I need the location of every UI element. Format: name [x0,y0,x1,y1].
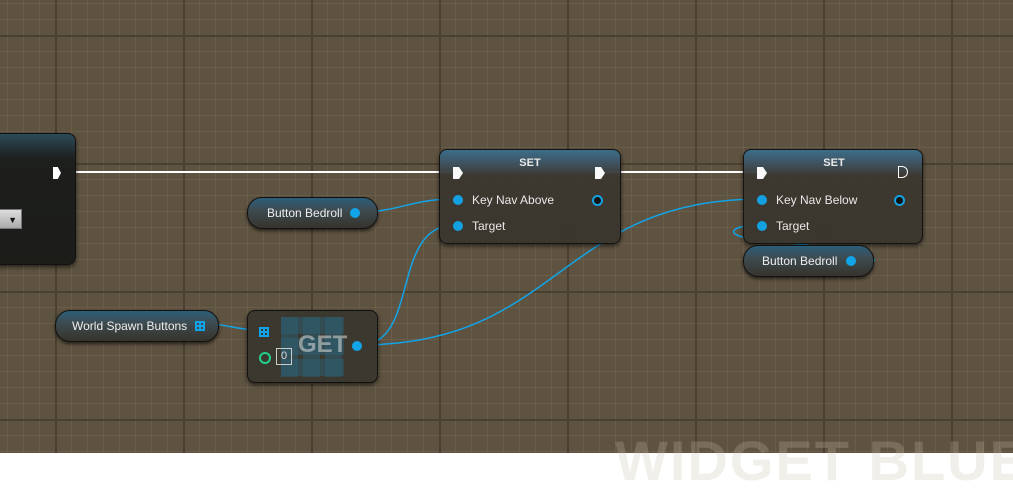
exec-out-pin[interactable] [595,167,605,179]
pin-label: Key Nav Above [472,193,555,207]
set-key-nav-below-node[interactable]: SET Key Nav Below Target [743,149,923,244]
set-key-nav-above-node[interactable]: SET Key Nav Above Target [439,149,621,244]
exec-out-pin-unconnected[interactable] [898,166,908,178]
button-bedroll-variable[interactable]: Button Bedroll [247,197,378,229]
array-get-node[interactable]: GET 0 [247,310,378,383]
button-bedroll-variable-2[interactable]: Button Bedroll [743,245,874,277]
node-title: SET [519,157,541,169]
target-pin[interactable] [453,221,463,231]
output-pin[interactable] [350,208,360,218]
dropdown[interactable]: ▼ [0,209,22,229]
event-node[interactable]: ▼ [0,133,76,265]
exec-out-pin[interactable] [53,167,61,179]
node-title: SET [823,157,845,169]
output-pin[interactable] [352,341,362,351]
pin-label: Target [776,219,810,233]
index-input[interactable]: 0 [276,348,292,365]
node-title: GET [298,331,348,358]
world-spawn-buttons-variable[interactable]: World Spawn Buttons [55,310,219,342]
data-wire [359,198,761,346]
key-nav-below-pin[interactable] [757,195,767,205]
output-pin[interactable] [846,256,856,266]
chevron-down-icon: ▼ [8,215,17,225]
variable-label: World Spawn Buttons [72,319,188,333]
array-in-pin[interactable] [259,327,269,337]
pin-label: Key Nav Below [776,193,858,207]
variable-label: Button Bedroll [762,254,838,268]
output-pin[interactable] [894,195,905,206]
exec-in-pin[interactable] [757,167,767,179]
pin-label: Target [472,219,506,233]
variable-label: Button Bedroll [267,206,343,220]
exec-in-pin[interactable] [453,167,463,179]
key-nav-above-pin[interactable] [453,195,463,205]
target-pin[interactable] [757,221,767,231]
grid-watermark-icon [281,317,344,377]
index-pin[interactable] [259,352,271,364]
output-pin[interactable] [592,195,603,206]
data-wire [359,224,456,346]
array-pin-icon[interactable] [195,321,205,331]
